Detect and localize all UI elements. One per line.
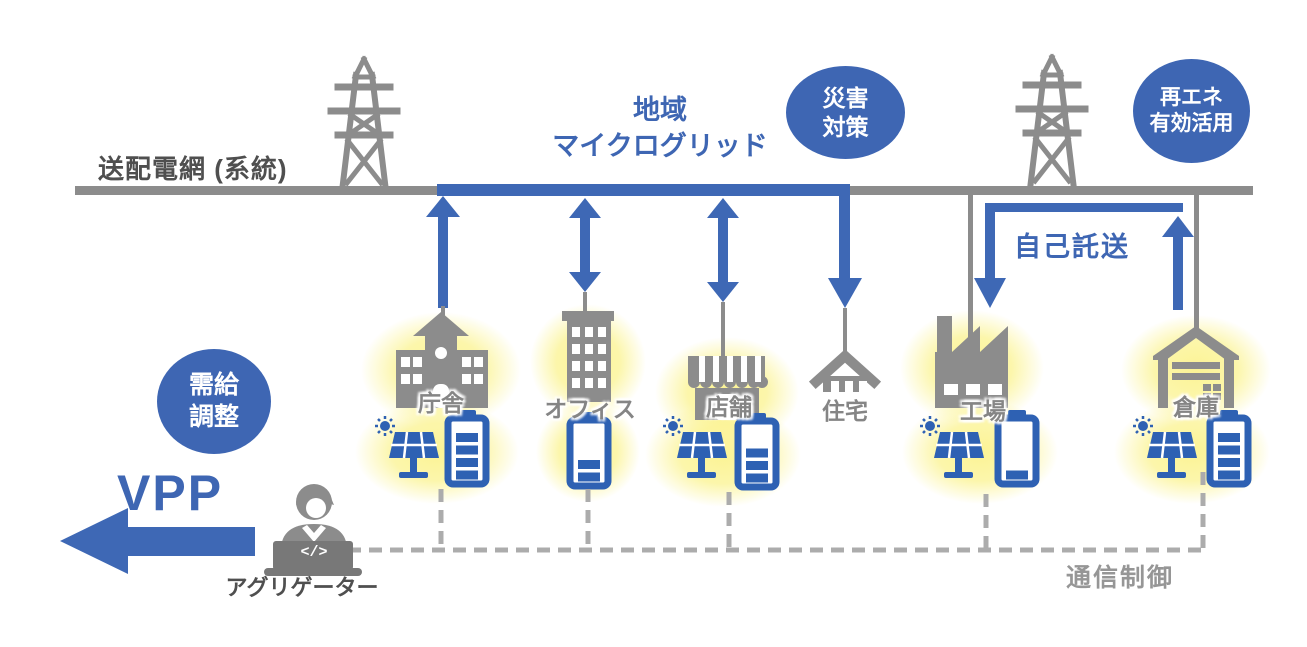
grid-label: 送配電網 (系統) (98, 154, 288, 184)
transmission-tower-icon (331, 59, 397, 191)
vpp-label: VPP (117, 465, 224, 521)
grid-drop-warehouse (1194, 195, 1199, 332)
self-wheeling-arrow (974, 203, 1194, 310)
warehouse-icon (1153, 326, 1239, 408)
renewable-badge: 再エネ 有効活用 (1133, 59, 1250, 163)
renewable-badge-line1: 再エネ (1160, 85, 1223, 109)
flow-arrow-government-up (426, 196, 460, 322)
store-icon (688, 356, 768, 420)
vpp-arrow (60, 508, 255, 574)
battery-icon-government (444, 410, 490, 488)
government-office-icon (396, 312, 488, 408)
laptop-code-glyph: </> (300, 544, 328, 561)
supply-demand-badge-line2: 調整 (188, 402, 239, 431)
communication-label: 通信制御 (1066, 564, 1175, 592)
battery-icon-warehouse (1206, 410, 1252, 488)
aggregator-label: アグリゲーター (225, 575, 379, 600)
site-label-store: 店舗 (706, 394, 752, 420)
battery-icon-office (566, 412, 612, 490)
supply-demand-badge: 需給 調整 (157, 349, 271, 454)
highlight-glows (355, 304, 1271, 507)
battery-icon-store (734, 413, 780, 491)
flow-arrow-store-both (707, 198, 739, 356)
disaster-badge: 災害 対策 (786, 66, 905, 159)
battery-icon-factory (994, 410, 1040, 488)
disaster-badge-line2: 対策 (822, 113, 869, 140)
flow-arrow-office-both (569, 198, 601, 312)
site-label-office: オフィス (544, 396, 636, 422)
aggregator-person-icon (264, 484, 362, 576)
microgrid-label-line2: マイクログリッド (552, 131, 768, 162)
renewable-badge-line2: 有効活用 (1149, 112, 1234, 135)
site-label-house: 住宅 (822, 398, 868, 424)
office-building-icon (562, 311, 614, 402)
house-icon (808, 349, 882, 392)
microgrid-label-line1: 地域 (633, 95, 687, 125)
site-label-government: 庁舎 (418, 390, 464, 416)
supply-demand-badge-line1: 需給 (188, 371, 239, 400)
site-label-factory: 工場 (960, 398, 1006, 424)
grid-drop-factory (968, 195, 973, 355)
factory-icon (935, 316, 1008, 408)
communication-lines (348, 472, 1206, 553)
transmission-tower-icon (1019, 57, 1085, 189)
site-label-warehouse: 倉庫 (1173, 394, 1219, 420)
self-wheeling-label: 自己託送 (1014, 232, 1130, 262)
flow-arrow-house-down (828, 184, 862, 356)
microgrid-bus-line (437, 184, 850, 196)
disaster-badge-line1: 災害 (822, 84, 869, 111)
microgrid-label: 地域 マイクログリッド (510, 92, 810, 165)
